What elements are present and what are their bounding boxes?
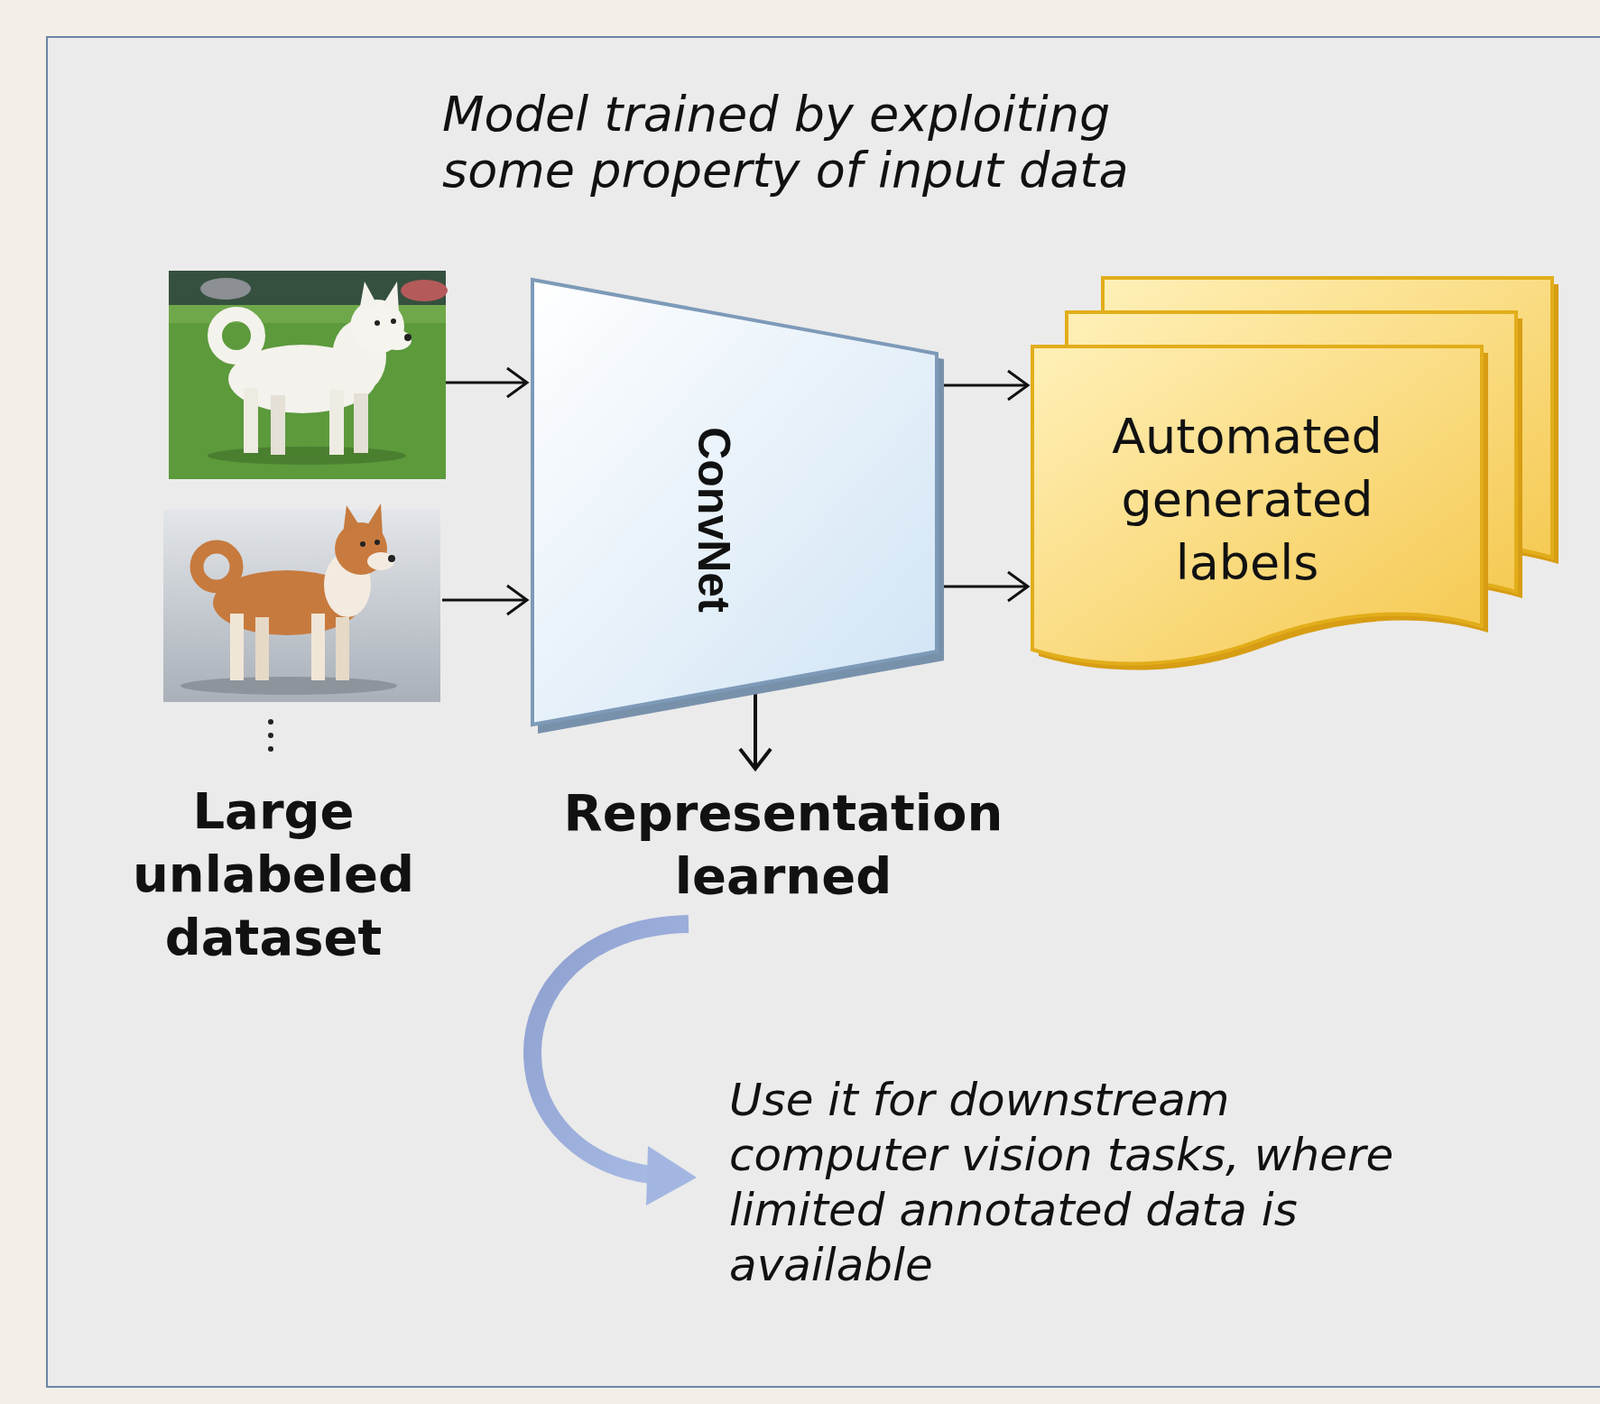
representation-caption: Representation learned <box>521 781 1046 908</box>
illustration-part <box>168 270 446 480</box>
illustration-part <box>207 446 407 465</box>
illustration-part <box>507 585 528 615</box>
illustration-part <box>196 546 237 587</box>
illustration-part <box>353 393 369 454</box>
illustration-part <box>268 719 274 725</box>
dataset-caption: Large unlabeled dataset <box>83 779 463 970</box>
illustration-part <box>646 1146 697 1206</box>
pages-outline <box>1030 270 1554 668</box>
illustration-part <box>329 389 344 455</box>
illustration-part <box>374 320 380 326</box>
node-label: Automated generated labels <box>1048 405 1446 595</box>
illustration-part <box>270 395 286 455</box>
illustration-part <box>366 503 383 537</box>
node-label: ConvNet <box>687 427 740 614</box>
illustration-part <box>374 539 380 546</box>
arrow-head <box>1008 572 1028 602</box>
dog-photo <box>168 270 448 480</box>
illustration-part <box>445 381 528 385</box>
illustration-part <box>168 305 446 324</box>
curved-arrow <box>532 924 697 1206</box>
usage-note: Use it for downstream computer vision ta… <box>729 1072 1429 1294</box>
illustration-part <box>255 617 269 681</box>
ellipsis-dots <box>268 719 274 752</box>
illustration-part <box>200 277 251 300</box>
illustration-part <box>388 554 396 563</box>
illustration-part <box>390 318 397 324</box>
illustration-part <box>382 330 412 351</box>
illustration-part <box>243 388 259 454</box>
illustration-part <box>180 676 398 695</box>
flow-arrow <box>940 572 1028 602</box>
illustration-part <box>268 732 274 739</box>
illustration-part <box>382 281 399 313</box>
illustration-part <box>404 333 412 342</box>
diagram-title: Model trained by exploiting some propert… <box>442 86 1219 199</box>
illustration-part <box>507 368 528 398</box>
illustration-part <box>335 617 350 681</box>
trapezoid-body <box>532 279 937 725</box>
illustration-part <box>532 924 689 1175</box>
arrow-line <box>940 384 1028 388</box>
illustration-part <box>360 541 366 547</box>
illustration-part <box>359 281 378 312</box>
page-text-area: Automated generated labels <box>1048 364 1446 636</box>
illustration-part <box>268 746 274 752</box>
illustration-part <box>163 509 441 703</box>
dog-photo <box>163 503 441 703</box>
illustration-part <box>230 613 244 681</box>
representation-arrow <box>739 689 771 769</box>
page-body <box>1032 346 1482 665</box>
illustration-part <box>214 314 259 358</box>
label-page <box>1032 346 1489 671</box>
illustration-part <box>753 689 758 769</box>
illustration-part <box>442 599 528 602</box>
illustration-part <box>311 613 325 681</box>
convnet-trapezoid: ConvNet <box>530 277 939 727</box>
input-arrow <box>442 368 528 615</box>
label-pages: Automated generated labels <box>1030 270 1554 668</box>
illustration-part <box>739 749 771 769</box>
arrow-head <box>1008 370 1028 400</box>
illustration-part <box>367 552 395 571</box>
flow-arrow <box>940 370 1028 400</box>
arrow-line <box>940 585 1028 589</box>
illustration-part <box>400 279 448 302</box>
illustration-part <box>342 505 361 535</box>
